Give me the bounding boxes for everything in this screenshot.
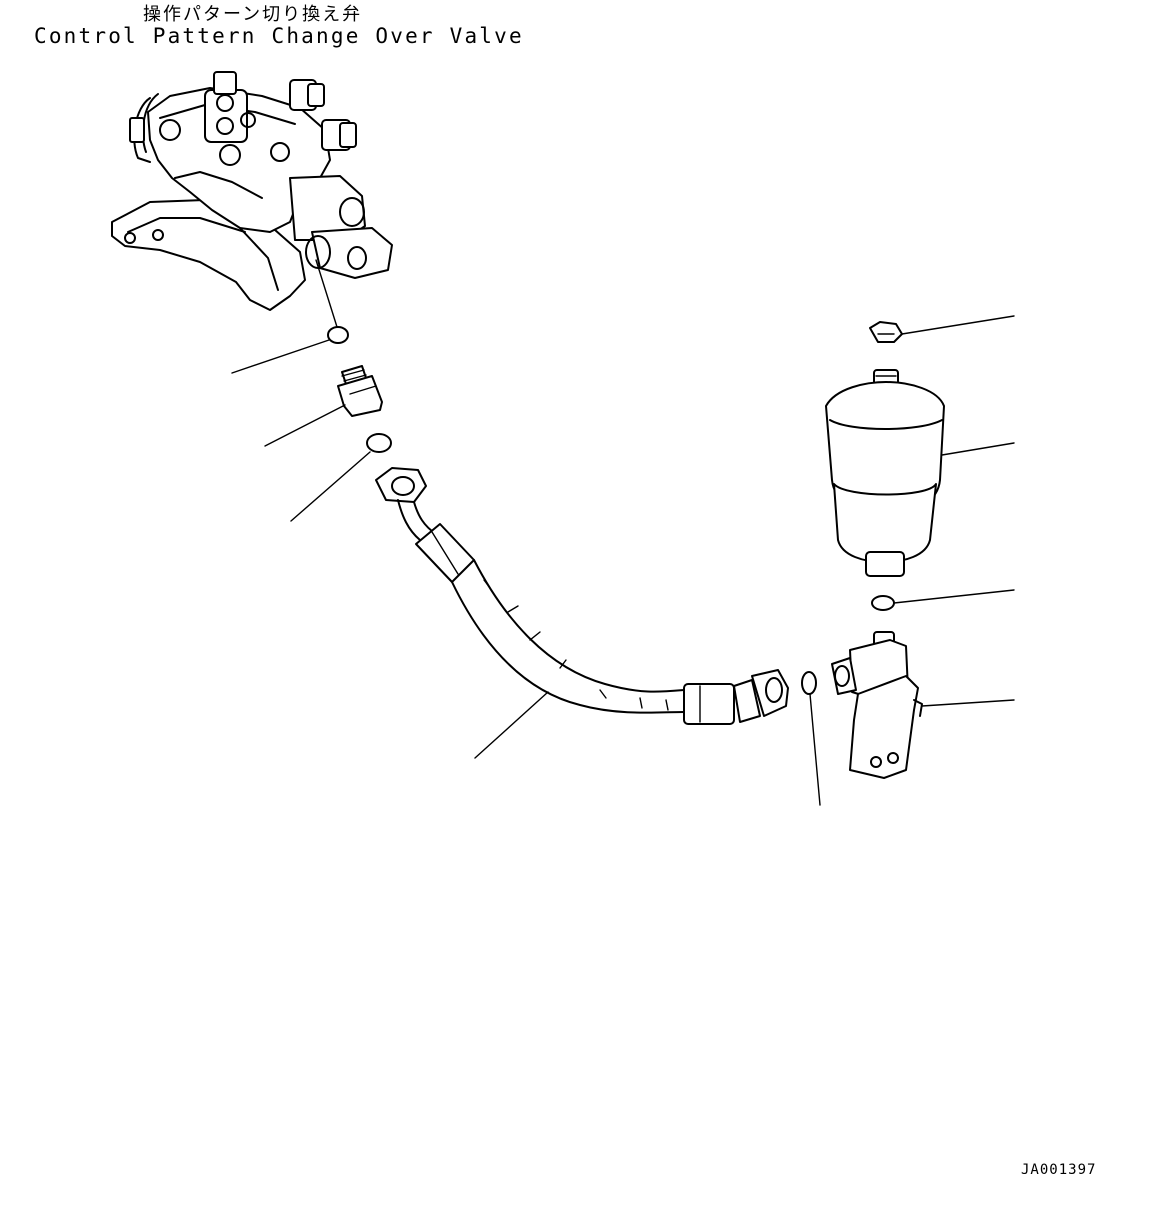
leader-o-ring-middle [290, 451, 371, 522]
valve-block-bracket [831, 631, 923, 779]
filter-canister [825, 369, 945, 577]
adapter-fitting [337, 365, 383, 417]
leader-valve-to-oring [315, 259, 338, 328]
o-ring-middle [366, 433, 392, 453]
plug [869, 321, 903, 343]
leader-hose [474, 691, 549, 759]
leader-o-ring-lower [809, 693, 821, 806]
leader-adapter [264, 404, 346, 447]
drawing-id: JA001397 [1021, 1162, 1097, 1178]
leader-o-ring-upper [231, 339, 330, 374]
leader-filter-canister [941, 442, 1015, 456]
o-ring-lower [801, 671, 817, 695]
title-japanese: 操作パターン切り換え弁 [143, 4, 363, 25]
leader-o-ring-small [893, 589, 1015, 604]
title-english: Control Pattern Change Over Valve [34, 24, 524, 48]
o-ring-upper [327, 326, 349, 344]
leader-plug [901, 315, 1015, 335]
change-over-valve-assembly [111, 71, 393, 311]
leader-valve-block [921, 699, 1015, 707]
o-ring-small [871, 595, 895, 611]
hose-assembly [375, 467, 789, 725]
